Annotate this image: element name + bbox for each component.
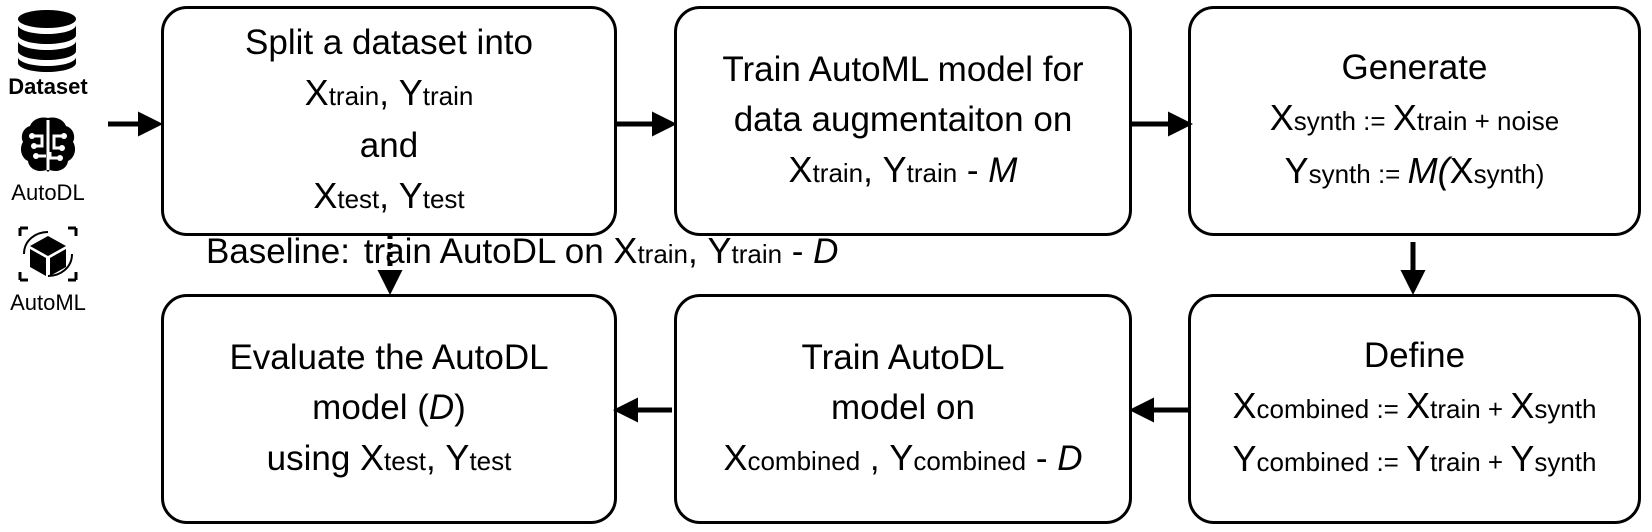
box3-line3: Ysynth := M(Xsynth) xyxy=(1284,150,1545,191)
cube-scan-icon xyxy=(16,224,80,289)
train-autodl-box: Train AutoDL model on Xcombined , Ycombi… xyxy=(674,294,1132,524)
box1-line2: Xtrain, Ytrain xyxy=(304,72,474,113)
automl-label: AutoML xyxy=(10,290,86,315)
box1-line1: Split a dataset into xyxy=(245,23,533,62)
box3-line2: Xsynth := Xtrain + noise xyxy=(1269,97,1560,138)
split-dataset-box: Split a dataset into Xtrain, Ytrain and … xyxy=(161,6,617,236)
box2-line3: Xtrain, Ytrain - M xyxy=(788,148,1018,190)
box5-line2: model on xyxy=(831,387,975,427)
box6-line2: Xcombined := Xtrain + Xsynth xyxy=(1232,385,1597,426)
define-box: Define Xcombined := Xtrain + Xsynth Ycom… xyxy=(1188,294,1641,524)
box3-line1: Generate xyxy=(1341,48,1488,87)
box2-line2: data augmentaiton on xyxy=(733,99,1073,139)
box1-line4: Xtest, Ytest xyxy=(313,175,465,216)
train-automl-box: Train AutoML model for data augmentaiton… xyxy=(674,6,1132,236)
evaluate-box: Evaluate the AutoDL model (D) using Xtes… xyxy=(161,294,617,524)
box5-line1: Train AutoDL xyxy=(801,337,1005,377)
box6-line1: Define xyxy=(1363,336,1466,375)
box4-line2: model (D) xyxy=(312,387,466,427)
baseline-label: Baseline: train AutoDL on Xtrain, Ytrain… xyxy=(206,230,839,271)
brain-circuit-icon xyxy=(18,114,78,181)
box6-line3: Ycombined := Ytrain + Ysynth xyxy=(1232,438,1597,479)
box4-line3: using Xtest, Ytest xyxy=(266,436,512,478)
autodl-label: AutoDL xyxy=(11,180,85,205)
dataset-label: Dataset xyxy=(8,74,88,99)
generate-box: Generate Xsynth := Xtrain + noise Ysynth… xyxy=(1188,6,1641,236)
box2-line1: Train AutoML model for xyxy=(722,49,1084,89)
box5-line3: Xcombined , Ycombined - D xyxy=(723,436,1083,478)
box4-line1: Evaluate the AutoDL xyxy=(229,337,549,377)
database-icon xyxy=(14,8,80,77)
box1-line3: and xyxy=(359,126,419,165)
